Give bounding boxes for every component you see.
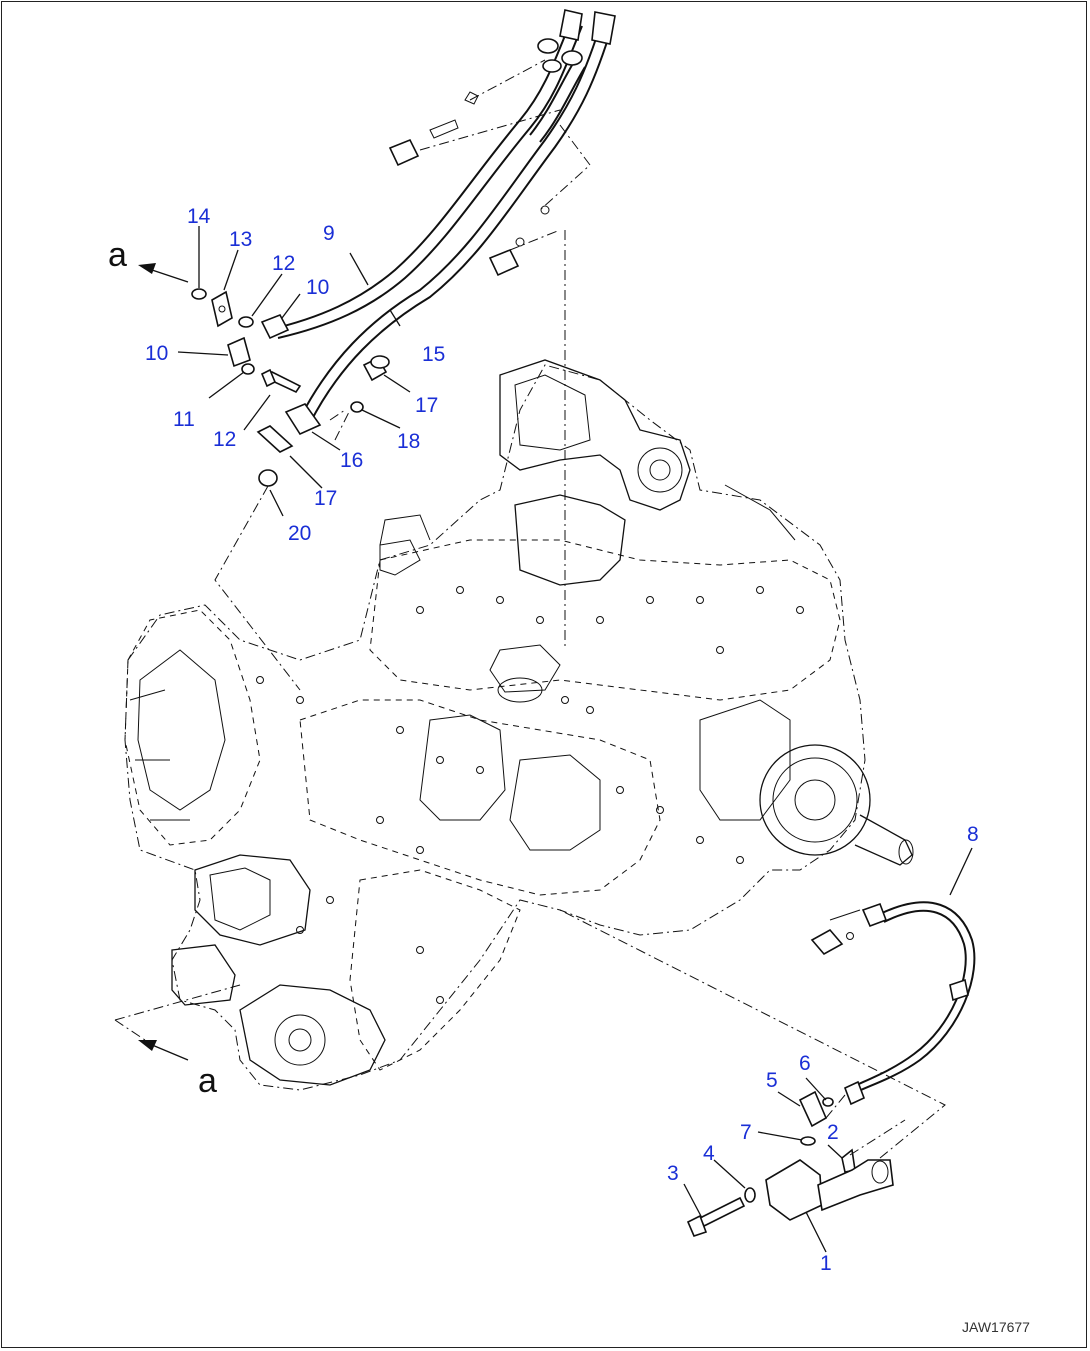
callout-19: 18 — [397, 430, 420, 453]
callout-4: 4 — [703, 1142, 715, 1165]
callout-9: 9 — [323, 222, 335, 245]
callout-5: 5 — [766, 1069, 778, 1092]
view-letter-a-lower: a — [198, 1062, 217, 1100]
fitting-details — [191, 288, 390, 691]
leader-lines — [177, 226, 973, 1253]
callout-17-lower: 17 — [314, 487, 337, 510]
callout-2: 2 — [827, 1121, 839, 1144]
callout-8: 8 — [967, 823, 979, 846]
transmission-assembly — [124, 359, 914, 1091]
view-letter-a-upper: a — [108, 236, 127, 274]
callout-17-upper: 16 — [340, 449, 363, 472]
callout-10-lower: 10 — [145, 342, 168, 365]
callout-3: 3 — [667, 1162, 679, 1185]
strainer-assembly — [559, 909, 946, 1237]
callout-18: 17 — [415, 394, 438, 417]
callout-11: 12 — [213, 428, 236, 451]
callout-1: 1 — [820, 1252, 832, 1275]
callout-12: 11 — [173, 408, 195, 431]
callout-20: 20 — [288, 522, 311, 545]
callout-6: 6 — [799, 1052, 811, 1075]
callout-labels: 14 13 12 9 10 10 15 17 11 12 18 16 17 20… — [145, 205, 979, 1275]
drawing-code: JAW17677 — [962, 1319, 1030, 1335]
hose-assembly-8 — [810, 901, 976, 1106]
callout-13: 12 — [272, 252, 295, 275]
callout-10-upper: 10 — [306, 276, 329, 299]
section-view-markers — [114, 263, 241, 1061]
callout-14: 13 — [229, 228, 252, 251]
callout-7: 7 — [740, 1121, 752, 1144]
view-letters: a a — [108, 236, 217, 1100]
callout-16: 15 — [422, 343, 445, 366]
callout-15: 14 — [187, 205, 211, 228]
pipe-assembly-upper — [267, 9, 616, 424]
